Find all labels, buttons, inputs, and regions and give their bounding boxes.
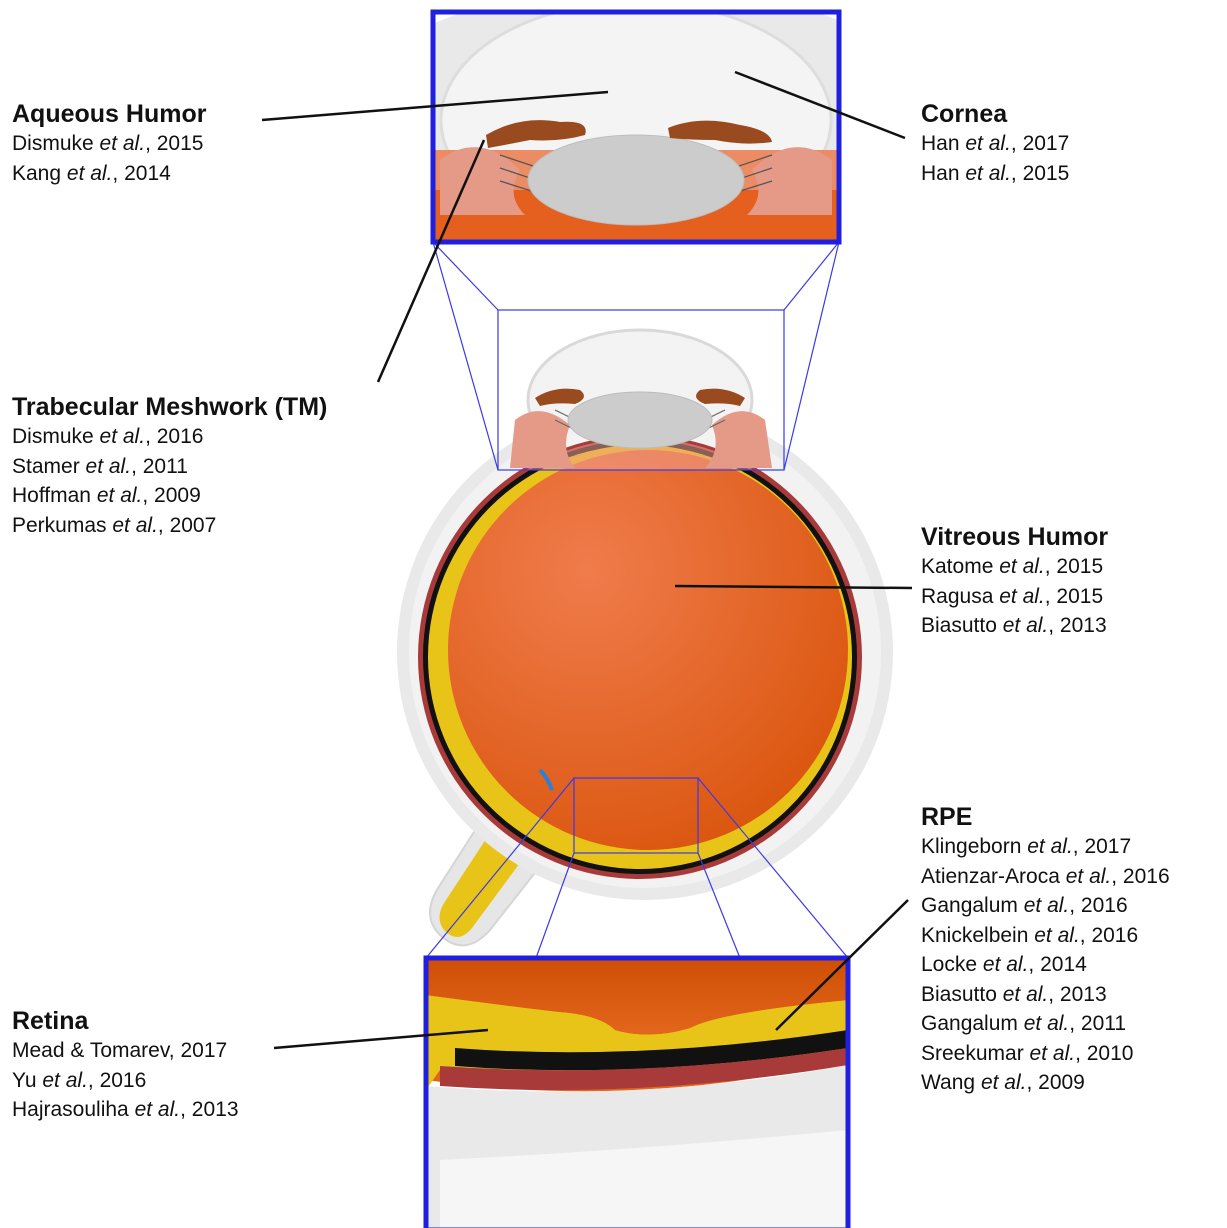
lens [568,392,712,448]
label-vitreous-humor: Vitreous Humor Katome et al., 2015 Ragus… [921,522,1108,641]
citation: Yu et al., 2016 [12,1066,239,1096]
anterior-lens [528,135,744,225]
citation: Locke et al., 2014 [921,950,1170,980]
citation: Dismuke et al., 2015 [12,129,206,159]
citation: Hoffman et al., 2009 [12,481,327,511]
label-cornea: Cornea Han et al., 2017 Han et al., 2015 [921,99,1069,188]
citation: Gangalum et al., 2016 [921,891,1170,921]
heading-cornea: Cornea [921,99,1069,129]
citation: Sreekumar et al., 2010 [921,1039,1170,1069]
heading-vitreous-humor: Vitreous Humor [921,522,1108,552]
label-retina: Retina Mead & Tomarev, 2017 Yu et al., 2… [12,1006,239,1125]
citation: Han et al., 2015 [921,159,1069,189]
heading-trabecular-meshwork: Trabecular Meshwork (TM) [12,392,327,422]
citation: Klingeborn et al., 2017 [921,832,1170,862]
anterior-zoom [290,0,990,385]
label-trabecular-meshwork: Trabecular Meshwork (TM) Dismuke et al.,… [12,392,327,540]
citation: Mead & Tomarev, 2017 [12,1036,239,1066]
citation: Gangalum et al., 2011 [921,1009,1170,1039]
citation: Han et al., 2017 [921,129,1069,159]
citation: Biasutto et al., 2013 [921,611,1108,641]
citation: Perkumas et al., 2007 [12,511,327,541]
citation: Hajrasouliha et al., 2013 [12,1095,239,1125]
heading-aqueous-humor: Aqueous Humor [12,99,206,129]
citation: Kang et al., 2014 [12,159,206,189]
citation: Knickelbein et al., 2016 [921,921,1170,951]
citation: Biasutto et al., 2013 [921,980,1170,1010]
citation: Wang et al., 2009 [921,1068,1170,1098]
heading-retina: Retina [12,1006,239,1036]
citation: Ragusa et al., 2015 [921,582,1108,612]
citation: Stamer et al., 2011 [12,452,327,482]
heading-rpe: RPE [921,802,1170,832]
citation: Atienzar-Aroca et al., 2016 [921,862,1170,892]
label-aqueous-humor: Aqueous Humor Dismuke et al., 2015 Kang … [12,99,206,188]
citation: Katome et al., 2015 [921,552,1108,582]
citation: Dismuke et al., 2016 [12,422,327,452]
label-rpe: RPE Klingeborn et al., 2017 Atienzar-Aro… [921,802,1170,1098]
vitreous-body [448,450,848,850]
posterior-zoom [426,958,848,1228]
